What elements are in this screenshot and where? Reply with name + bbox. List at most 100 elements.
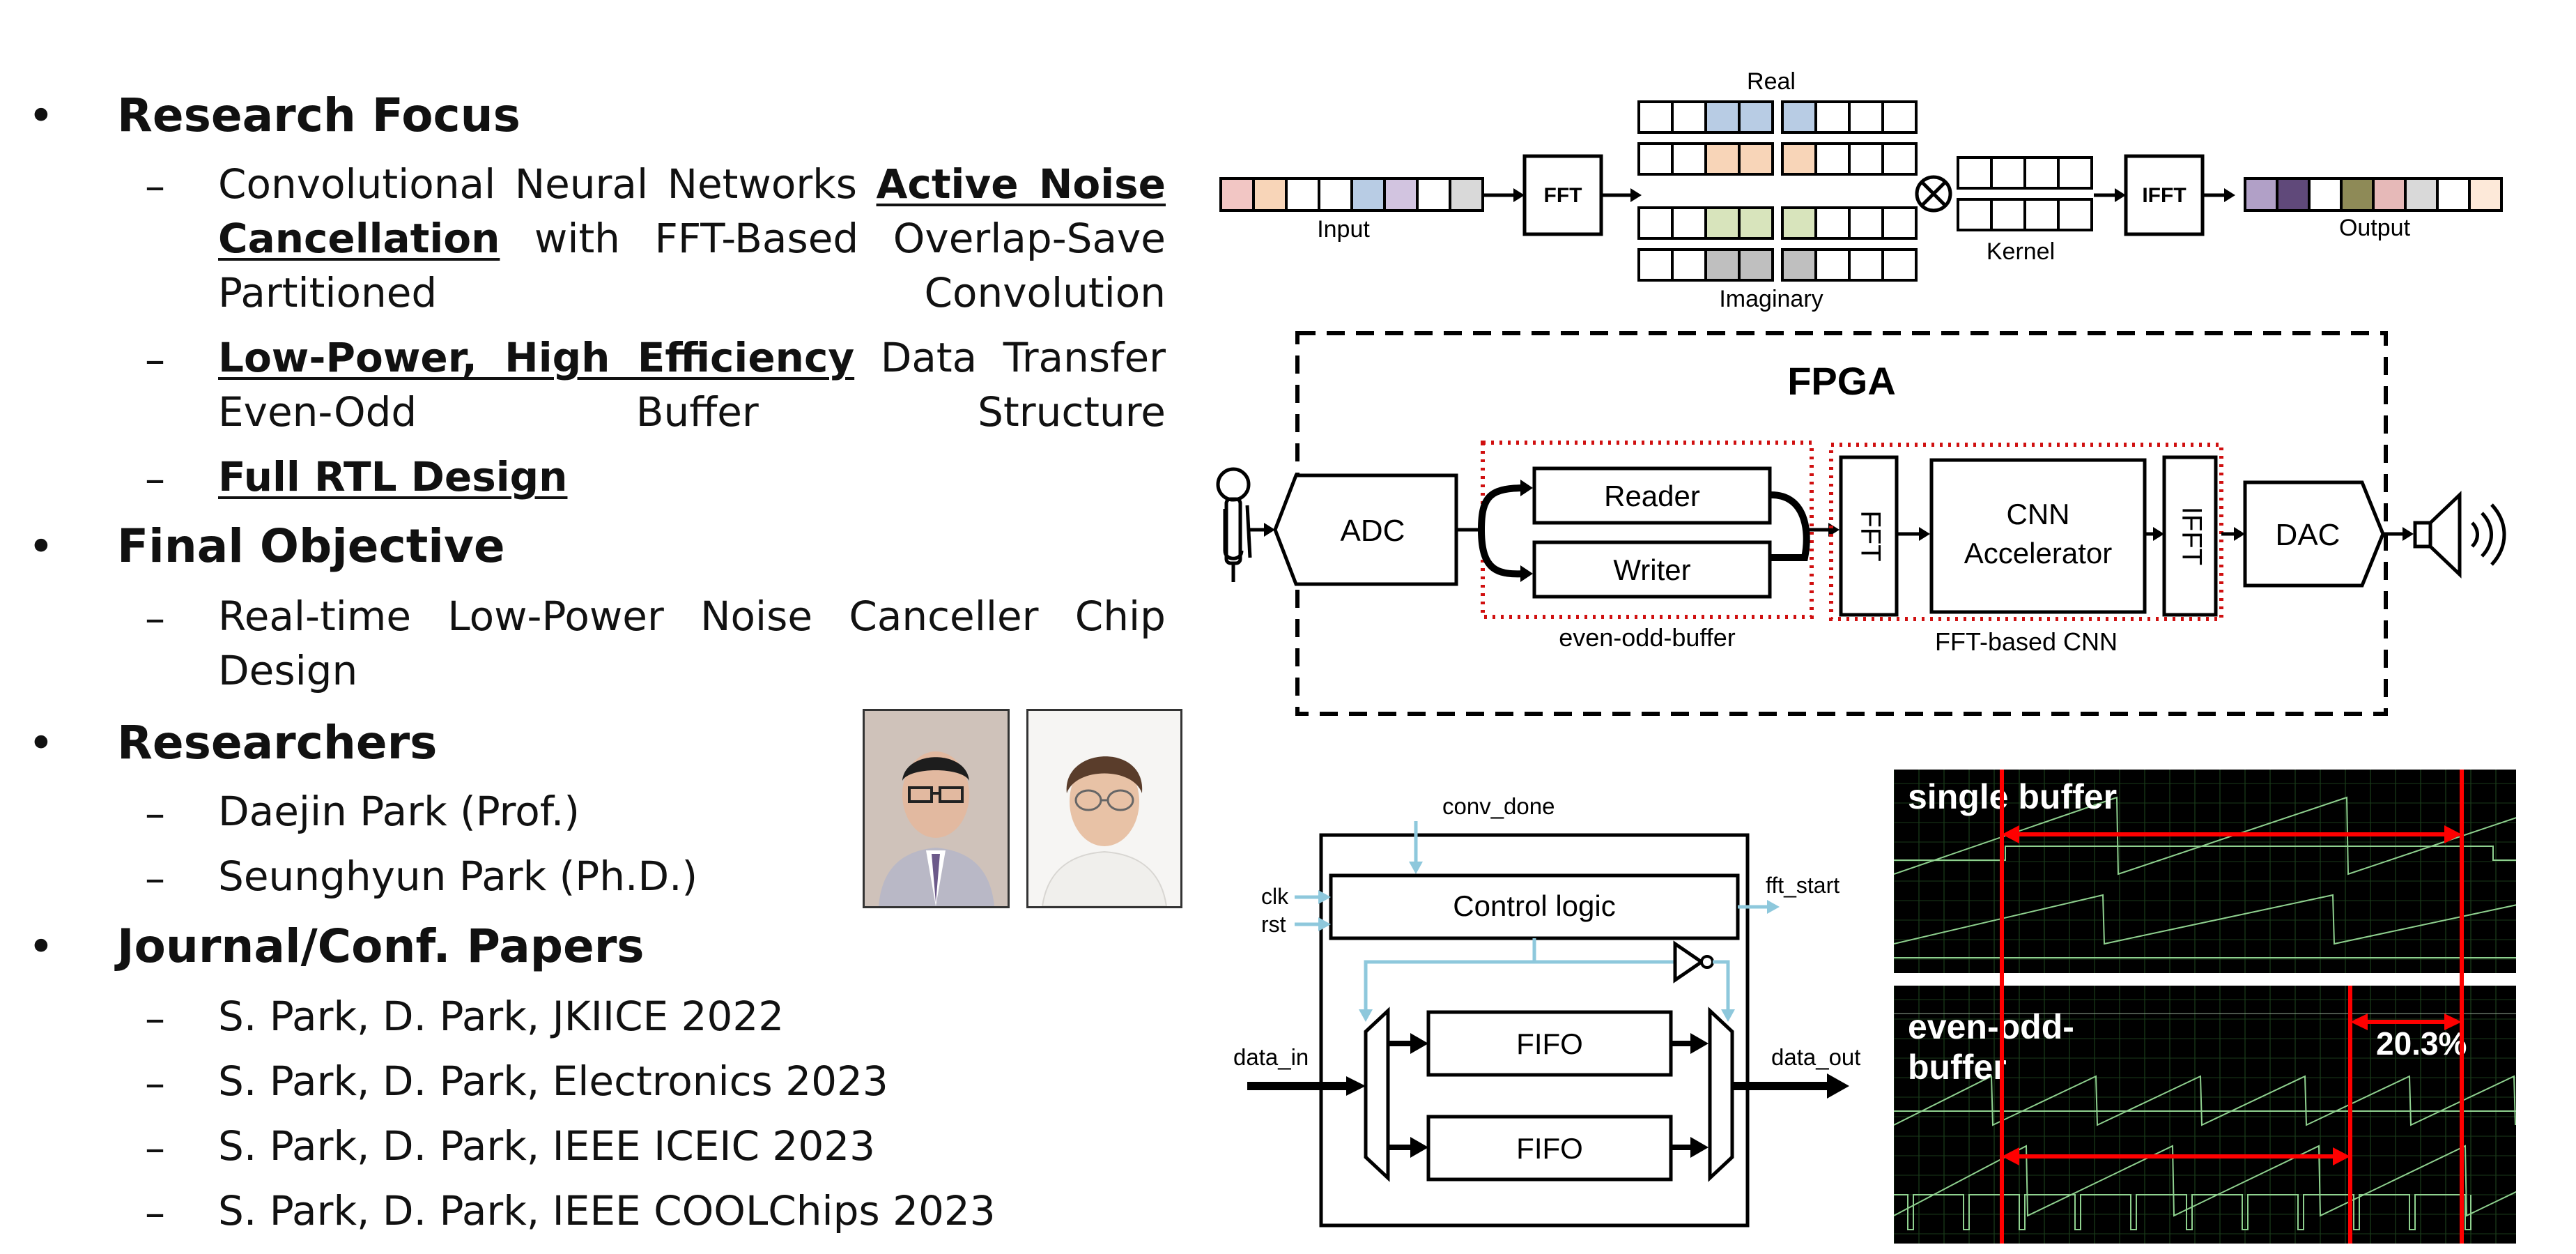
fifo-1-label: FIFO [1516, 1027, 1583, 1060]
data-in-label: data_in [1233, 1044, 1309, 1070]
heading-researchers: Researchers [117, 716, 438, 770]
vector-cell [1637, 100, 1674, 134]
vector-cell [1671, 248, 1707, 282]
cnn-caption: FFT-based CNN [1935, 627, 2118, 656]
even-odd-label-1: even-odd- [1908, 1007, 2074, 1046]
dash: – [145, 336, 165, 383]
vector-cell [1990, 198, 2026, 231]
inverter-icon [1673, 940, 1705, 984]
real-label: Real [1747, 68, 1796, 95]
vector-cell [1219, 177, 1255, 212]
vector-cell [1781, 142, 1817, 176]
left-text-panel: • Research Focus – Convolutional Neural … [0, 0, 1198, 1254]
improvement-label: 20.3% [2376, 1025, 2467, 1062]
waveform-comparison: single buffer even-odd- buffer 20.3% [1894, 770, 2516, 1244]
paper-2: S. Park, D. Park, Electronics 2023 [218, 1057, 888, 1105]
cnn-accelerator-block [1929, 458, 2147, 614]
vector-cell [2340, 177, 2375, 212]
mux-block [1708, 1007, 1734, 1182]
vector-cell [1252, 177, 1288, 212]
vector-cell [2436, 177, 2471, 212]
ifft-block [2124, 154, 2205, 236]
vector-cell [2057, 156, 2093, 190]
real-row-2 [1637, 142, 1918, 176]
vector-cell [2244, 177, 2278, 212]
speaker-icon [2413, 491, 2506, 579]
photo-professor [863, 709, 1010, 908]
microphone-icon [1216, 467, 1252, 582]
vector-cell [1814, 206, 1851, 240]
clk-label: clk [1261, 884, 1289, 909]
vector-cell [1881, 248, 1918, 282]
vector-cell [1814, 142, 1851, 176]
vector-cell [1671, 100, 1707, 134]
vector-cell [1738, 248, 1774, 282]
dac-label: DAC [2276, 518, 2340, 552]
single-buffer-label: single buffer [1908, 777, 2118, 816]
dash: – [145, 995, 165, 1042]
fft-block [1522, 154, 1603, 236]
vector-cell [1814, 248, 1851, 282]
fpga-ifft-block [2162, 455, 2218, 617]
dash: – [145, 1060, 165, 1107]
writer-block [1532, 540, 1772, 599]
researcher-2: Seunghyun Park (Ph.D.) [218, 852, 698, 900]
kernel-label: Kernel [1987, 238, 2055, 265]
vector-cell [2057, 198, 2093, 231]
reader-label: Reader [1604, 480, 1700, 512]
timing-markers [2000, 770, 2464, 1244]
item-low-power: Low-Power, High Efficiency Data Transfer… [218, 334, 1166, 436]
vector-cell [1704, 248, 1741, 282]
dash: – [145, 455, 165, 503]
fpga-boundary [1295, 331, 2388, 716]
vector-cell [1738, 206, 1774, 240]
fpga-fft-block [1839, 455, 1899, 617]
bullet-researchers: • [28, 718, 54, 770]
dash: – [145, 1124, 165, 1172]
reader-block [1532, 466, 1772, 525]
bullet-papers: • [28, 922, 54, 973]
vector-cell [1637, 206, 1674, 240]
vector-cell [1781, 206, 1817, 240]
vector-cell [2276, 177, 2311, 212]
vector-cell [1738, 100, 1774, 134]
vector-cell [1704, 142, 1741, 176]
vector-cell [1881, 206, 1918, 240]
paper-4: S. Park, D. Park, IEEE COOLChips 2023 [218, 1187, 996, 1234]
fft-pipeline-diagram: Input FFT Real Imaginary Kernel IFFT Out… [1219, 68, 2503, 312]
dash: – [145, 162, 165, 210]
vector-cell [1848, 142, 1884, 176]
fft-cnn-boundary [1829, 443, 2223, 621]
writer-label: Writer [1613, 553, 1690, 586]
vector-cell [1957, 156, 1993, 190]
heading-papers: Journal/Conf. Papers [117, 919, 645, 973]
dash: – [145, 595, 165, 642]
output-vector [2244, 177, 2503, 212]
imaginary-row-2 [1637, 248, 1918, 282]
demux-block [1364, 1007, 1390, 1182]
output-label: Output [2339, 215, 2411, 241]
vector-cell [1383, 177, 1419, 212]
vector-cell [1285, 177, 1320, 212]
fft-block-label: FFT [1544, 184, 1582, 207]
paper-1: S. Park, D. Park, JKIICE 2022 [218, 993, 785, 1040]
vector-cell [1990, 156, 2026, 190]
vector-cell [1814, 100, 1851, 134]
buffer-rtl-diagram: conv_done Control logic clk rst fft_star… [1233, 793, 1860, 1228]
adc-label: ADC [1341, 514, 1405, 548]
vector-cell [1637, 248, 1674, 282]
vector-cell [1848, 248, 1884, 282]
vector-cell [1781, 248, 1817, 282]
dash: – [145, 1189, 165, 1237]
cnn-label-2: Accelerator [1964, 537, 2112, 569]
vector-cell [1671, 142, 1707, 176]
photo-phd-student [1026, 709, 1182, 908]
item-active-noise-cancellation: Convolutional Neural Networks Active Noi… [218, 160, 1166, 316]
control-logic-block [1329, 873, 1740, 940]
control-logic-label: Control logic [1453, 889, 1615, 922]
vector-cell [1637, 142, 1674, 176]
fifo-1-block [1426, 1010, 1673, 1077]
dash: – [145, 790, 165, 837]
vector-cell [1781, 100, 1817, 134]
buffer-caption: even-odd-buffer [1559, 623, 1736, 652]
